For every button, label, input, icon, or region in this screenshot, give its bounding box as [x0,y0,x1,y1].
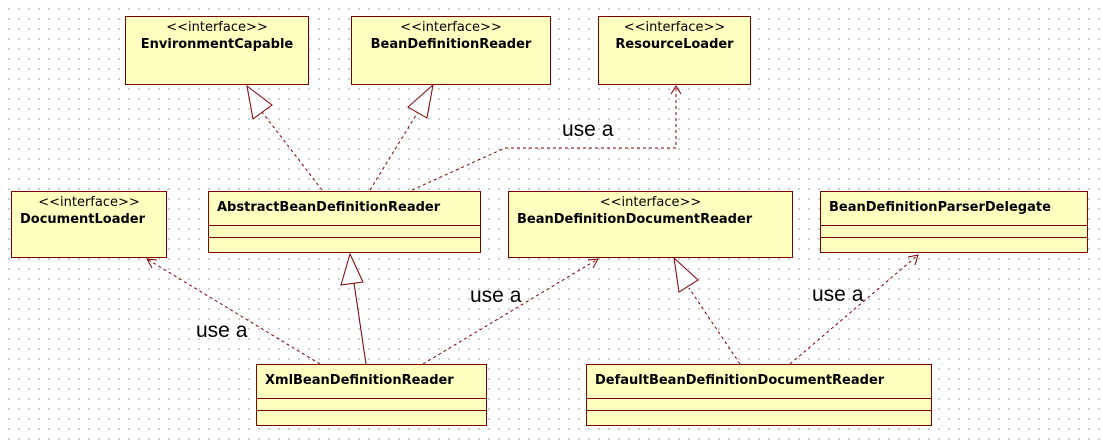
class-name: DefaultBeanDefinitionDocumentReader [595,373,885,388]
realization-line-environment-capable [261,111,323,191]
class-bean-definition-reader: <<interface>> BeanDefinitionReader [351,16,551,85]
stereotype: <<interface>> [166,20,268,35]
operations-separator [821,237,1087,238]
realization-line-bean-definition-document-reader [688,287,741,365]
dependency-line-document-loader [146,258,321,365]
realization-arrowhead-bean-definition-document-reader [673,256,699,293]
class-name: BeanDefinitionDocumentReader [517,212,753,227]
realization-arrowhead-bean-definition-reader [407,83,434,119]
class-bean-definition-document-reader: <<interface>> BeanDefinitionDocumentRead… [508,191,793,258]
class-name: EnvironmentCapable [140,37,294,52]
class-name: AbstractBeanDefinitionReader [217,200,441,215]
realization-arrowhead-environment-capable [246,84,273,120]
class-xml-bean-definition-reader: XmlBeanDefinitionReader [256,364,487,426]
dependency-arrowhead-document-loader [146,258,158,269]
operations-separator [209,237,480,238]
generalization-line-abstract-bean-definition-reader [353,282,367,365]
stereotype: <<interface>> [38,195,140,210]
class-name: DocumentLoader [20,212,146,227]
class-environment-capable: <<interface>> EnvironmentCapable [125,16,309,85]
class-document-loader: <<interface>> DocumentLoader [11,191,167,258]
stereotype: <<interface>> [599,195,702,210]
use-a-label-document-reader: use a [470,284,522,307]
attributes-separator [209,225,480,226]
class-name: XmlBeanDefinitionReader [265,373,454,388]
use-a-label-document-loader: use a [196,319,248,342]
dependency-line-resource-loader [411,86,677,191]
operations-separator [587,410,931,411]
attributes-separator [587,398,931,399]
realization-line-bean-definition-reader [369,111,419,191]
operations-separator [257,410,486,411]
dependency-line-bean-definition-document-reader [422,258,599,365]
class-name: BeanDefinitionReader [370,37,532,52]
attributes-separator [257,398,486,399]
class-bean-definition-parser-delegate: BeanDefinitionParserDelegate [820,191,1088,253]
class-name: ResourceLoader [615,37,734,52]
generalization-arrowhead-abstract-bean-definition-reader [340,252,364,286]
attributes-separator [821,225,1087,226]
class-abstract-bean-definition-reader: AbstractBeanDefinitionReader [208,191,481,253]
use-a-label-resource-loader: use a [562,118,614,141]
stereotype: <<interface>> [400,20,502,35]
stereotype: <<interface>> [623,20,726,35]
dependency-arrowhead-bean-definition-document-reader [587,258,599,269]
class-name: BeanDefinitionParserDelegate [829,200,1051,215]
dependency-arrowhead-resource-loader [670,85,682,95]
class-default-bean-definition-document-reader: DefaultBeanDefinitionDocumentReader [586,364,932,426]
use-a-label-parser-delegate: use a [812,283,864,306]
dependency-arrowhead-bean-definition-parser-delegate [907,254,919,266]
class-resource-loader: <<interface>> ResourceLoader [598,16,751,85]
dependency-line-bean-definition-parser-delegate [789,254,919,365]
